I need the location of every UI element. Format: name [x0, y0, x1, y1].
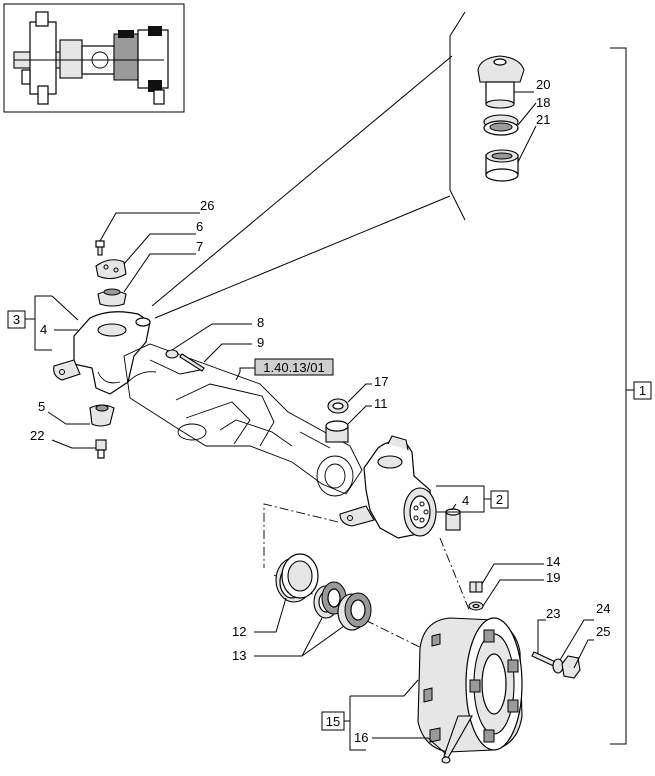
boxed-label-2: 2: [496, 492, 503, 507]
reference-label: 1.40.13/01: [263, 360, 324, 375]
boxed-label-15: 15: [326, 714, 340, 729]
cap-6: [95, 233, 196, 280]
reference-tag: 1.40.13/01: [254, 358, 334, 376]
callout-19: 19: [546, 570, 560, 585]
group-3-bracket: 3: [7, 295, 79, 351]
callout-4-left: 4: [40, 322, 47, 337]
grease-nipple-22: [51, 439, 107, 459]
callout-8: 8: [257, 315, 264, 330]
wheel-hub-15: [417, 617, 523, 753]
overview-thumbnail: [3, 3, 185, 113]
callout-18: 18: [536, 95, 550, 110]
callout-22: 22: [30, 428, 44, 443]
pin-9: [179, 343, 252, 372]
callout-9: 9: [257, 335, 264, 350]
lower-bush-5: [47, 404, 115, 427]
screw-16: [372, 715, 473, 764]
callout-7: 7: [196, 239, 203, 254]
callout-14: 14: [546, 554, 560, 569]
callout-13: 13: [232, 648, 246, 663]
oil-seal-12: [254, 553, 319, 633]
callout-25: 25: [596, 624, 610, 639]
group-1-bracket: 1: [610, 47, 652, 745]
callout-21: 21: [536, 112, 550, 127]
group-2-bracket: 2: [436, 485, 509, 513]
callout-11: 11: [374, 396, 388, 411]
callout-24: 24: [596, 601, 610, 616]
boxed-label-3: 3: [13, 312, 20, 327]
plug-8: [165, 323, 252, 359]
boxed-label-1: 1: [639, 383, 646, 398]
axle-housing: [123, 343, 363, 497]
left-knuckle-top-parts: 26 6 7: [95, 198, 214, 307]
callout-5: 5: [38, 399, 45, 414]
bush-11: [325, 405, 372, 443]
rivet-bush-4: [445, 503, 461, 531]
left-steering-knuckle: [53, 311, 151, 395]
seal-ring-18: [483, 102, 537, 136]
washer-19: [468, 579, 544, 611]
callout-12: 12: [232, 624, 246, 639]
screw-26: [95, 212, 200, 256]
bearing-21: [485, 125, 537, 182]
callout-23: 23: [546, 606, 560, 621]
washer-17: [327, 383, 372, 414]
callout-4-right: 4: [462, 493, 469, 508]
callout-6: 6: [196, 219, 203, 234]
callout-17: 17: [374, 374, 388, 389]
wheel-bearings-13: [254, 581, 372, 657]
bush-7: [97, 253, 196, 307]
screw-14: [469, 563, 544, 593]
nut-25: [561, 639, 594, 679]
group-15-bracket: 15: [321, 679, 419, 751]
callout-26: 26: [200, 198, 214, 213]
callout-16: 16: [354, 730, 368, 745]
kingpin-bush-20: [477, 55, 534, 109]
kingpin-detail-view: 20 18 21: [151, 11, 550, 319]
right-steering-knuckle: [339, 435, 437, 539]
callout-20: 20: [536, 77, 550, 92]
